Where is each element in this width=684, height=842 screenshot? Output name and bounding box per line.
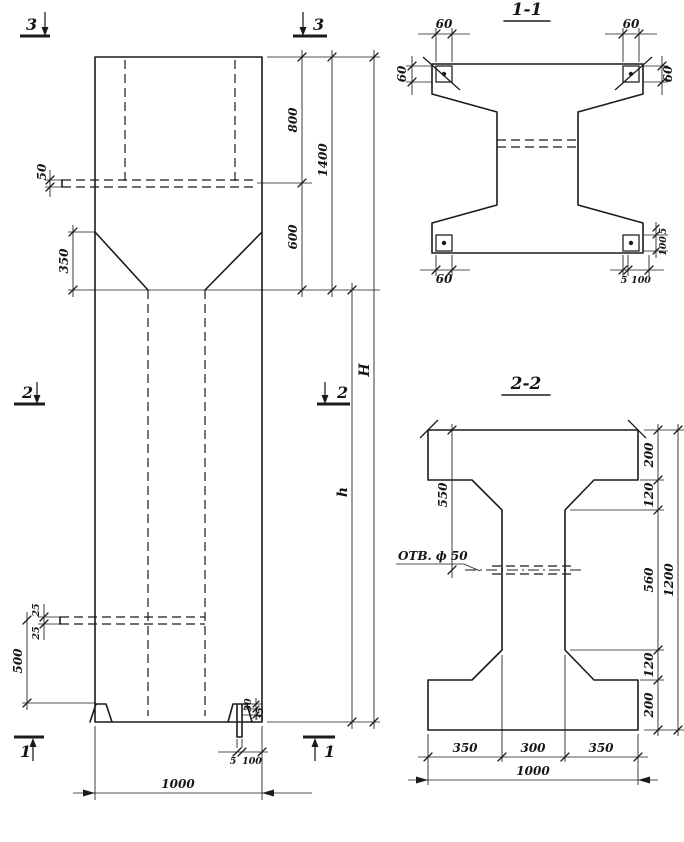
main-dimension-ticks — [22, 52, 379, 757]
section-2-2-dimension-lines — [408, 424, 679, 781]
dim-label-550: 550 — [436, 482, 450, 508]
dim-label-50: 50 — [35, 163, 49, 180]
dim-label-h: h — [335, 487, 351, 497]
dim-label-1200: 1200 — [662, 563, 676, 597]
section-2-2-corner-marks — [419, 419, 647, 439]
dim-label-H: H — [357, 363, 373, 378]
dim-label-25-top: 25 — [31, 603, 42, 618]
section-mark-1-left-label: 1 — [20, 742, 31, 761]
dim-label-560: 560 — [642, 567, 656, 593]
dim-label-200-top: 200 — [642, 442, 656, 469]
main-extension-lines — [22, 56, 380, 800]
dim-label-500: 500 — [11, 648, 25, 674]
dim-label-30: 30 — [243, 698, 254, 712]
section-2-2-dimension-ticks — [423, 425, 683, 762]
dim-label-5: 5 — [230, 756, 237, 767]
dim-label-1400: 1400 — [316, 143, 330, 177]
section-1-1-dimension-lines — [411, 33, 664, 271]
dim-label-120-bottom: 120 — [642, 652, 656, 678]
dim-label-35: 35 — [255, 707, 266, 721]
column-outline — [59, 56, 263, 738]
section-1-1-outline — [431, 63, 644, 254]
section-mark-2-right-label: 2 — [336, 383, 348, 402]
section-1-1-dimension-ticks — [407, 29, 667, 275]
section-mark-1-right-label: 1 — [324, 742, 335, 761]
section-mark-3-right-label: 3 — [313, 15, 324, 34]
dim-label-60-top-left: 60 — [436, 17, 453, 31]
dim-label-200-bottom: 200 — [642, 692, 656, 719]
anchor-dot — [441, 71, 447, 77]
dim-label-350-right: 350 — [588, 741, 614, 755]
dim-label-5-right: 5 — [658, 227, 669, 234]
main-elevation-view: 3 3 2 2 1 1 50 350 800 600 1400 h H 25 2… — [11, 12, 380, 800]
section-mark-bars — [14, 34, 350, 739]
section-1-1-title: 1-1 — [512, 0, 543, 20]
section-1-1-hidden-lines — [497, 139, 578, 148]
section-1-1-corner-plates — [422, 56, 653, 252]
section-2-2-view: 2-2 ОТВ. ф 50 550 200 120 560 120 200 12… — [396, 374, 684, 785]
dim-label-600: 600 — [286, 224, 300, 250]
main-dimension-lines — [26, 50, 375, 794]
dim-label-350: 350 — [57, 248, 71, 274]
section-2-2-outline — [427, 429, 639, 731]
dim-label-5-bottom: 5 — [621, 275, 628, 286]
section-2-2-title: 2-2 — [510, 374, 542, 394]
section-1-1-extension-lines — [406, 28, 668, 276]
dim-label-60-right: 60 — [661, 65, 675, 82]
dim-label-300: 300 — [520, 741, 546, 755]
dim-label-100-bottom: 100 — [631, 275, 651, 286]
section-mark-arrowheads — [29, 27, 329, 747]
section-1-1-anchor-dots — [441, 71, 634, 246]
dim-label-100-right: 100 — [658, 236, 669, 256]
dim-label-60-bottom-left: 60 — [436, 272, 453, 286]
dim-label-60-top-right: 60 — [623, 17, 640, 31]
section-mark-arrow-lines — [32, 12, 326, 761]
anchor-dot — [628, 240, 634, 246]
anchor-dot — [441, 240, 447, 246]
dim-label-1000: 1000 — [161, 777, 195, 791]
hole-callout-label: ОТВ. ф 50 — [398, 549, 468, 563]
dim-label-120-top: 120 — [642, 482, 656, 508]
dim-label-25-bottom: 25 — [31, 626, 42, 641]
dim-label-100: 100 — [242, 756, 262, 767]
section-mark-2-left-label: 2 — [21, 383, 33, 402]
section-2-2-extension-lines — [427, 429, 684, 785]
section-2-2-hole-leader — [396, 563, 481, 572]
dim-label-60-left: 60 — [395, 65, 409, 82]
section-mark-3-left-label: 3 — [26, 15, 37, 34]
column-hidden-lines — [60, 60, 257, 716]
dim-label-350-left: 350 — [452, 741, 478, 755]
dim-label-800: 800 — [286, 107, 300, 133]
dim-label-1000-bottom: 1000 — [516, 764, 550, 778]
section-1-1-view: 1-1 60 60 60 60 60 5 100 5 100 — [395, 0, 675, 286]
anchor-dot — [628, 71, 634, 77]
